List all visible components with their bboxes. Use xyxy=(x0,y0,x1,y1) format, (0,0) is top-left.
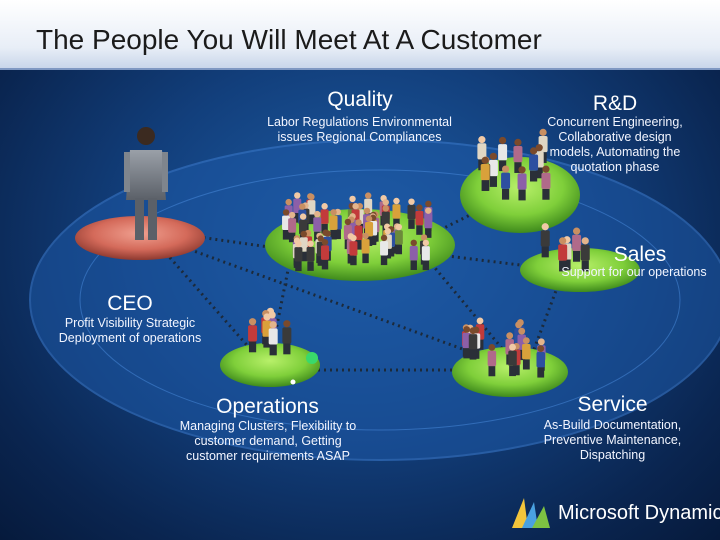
person-figure xyxy=(307,193,316,225)
person-figure xyxy=(288,211,297,243)
quality-desc: Labor Regulations Environmental issues R… xyxy=(267,115,452,144)
person-figure xyxy=(517,166,527,201)
accent-dot xyxy=(306,352,318,364)
sales-label: Sales xyxy=(613,243,667,266)
person-figure xyxy=(580,237,590,272)
person-figure xyxy=(541,165,551,200)
person-figure xyxy=(320,203,329,234)
person-figure xyxy=(361,232,370,264)
person-figure xyxy=(380,234,389,266)
service-label: Service xyxy=(577,393,648,416)
operations-disc xyxy=(220,343,320,387)
people-groups xyxy=(248,128,590,378)
page-title: The People You Will Meet At A Customer xyxy=(36,24,542,55)
person-figure xyxy=(407,198,416,229)
person-figure xyxy=(329,209,338,240)
person-figure xyxy=(415,204,424,235)
ceo-label: CEO xyxy=(107,292,153,315)
quality-label: Quality xyxy=(327,88,393,111)
operations-desc: Managing Clusters, Flexibility to custom… xyxy=(179,419,357,463)
ceo-desc: Profit Visibility Strategic Deployment o… xyxy=(58,316,202,345)
person-figure xyxy=(248,318,258,353)
person-figure xyxy=(354,219,363,250)
person-figure xyxy=(282,209,291,240)
sales-desc: Support for our operations xyxy=(561,265,707,279)
inner-ellipse xyxy=(79,169,681,431)
service-desc: As-Build Documentation, Preventive Maint… xyxy=(543,418,682,462)
person-figure xyxy=(349,234,358,266)
person-figure xyxy=(501,165,511,200)
person-figure xyxy=(282,320,292,355)
accent-dot-small xyxy=(290,379,296,385)
person-figure xyxy=(421,239,430,271)
person-figure xyxy=(468,327,478,360)
person-figure xyxy=(306,240,315,271)
person-figure xyxy=(558,237,568,272)
person-figure xyxy=(529,147,539,182)
person-figure xyxy=(424,207,433,238)
person-figure xyxy=(572,227,582,262)
person-figure xyxy=(536,345,545,378)
person-figure xyxy=(508,343,517,377)
person-figure xyxy=(321,239,330,270)
operations-label: Operations xyxy=(216,395,319,418)
person-figure xyxy=(294,240,303,272)
connector-center-service xyxy=(418,249,522,371)
ceo-figure xyxy=(124,127,168,240)
connector-ceo-operations xyxy=(148,234,262,361)
person-figure xyxy=(409,239,418,271)
person-figure xyxy=(480,156,490,191)
microsoft-dynamics-logo: Microsoft Dynamics xyxy=(508,488,720,534)
rnd-desc: Concurrent Engineering, Collaborative de… xyxy=(547,115,683,174)
person-figure xyxy=(268,321,278,356)
connector-center-sales xyxy=(439,253,561,272)
logo-text: Microsoft Dynamics xyxy=(558,502,720,524)
dynamics-logo-icon xyxy=(512,498,550,528)
person-figure xyxy=(522,337,531,370)
person-figure xyxy=(487,343,497,377)
connector-sales-service xyxy=(528,279,562,361)
sales-disc xyxy=(520,248,640,292)
rnd-label: R&D xyxy=(592,92,638,115)
person-figure xyxy=(540,223,550,258)
person-figure xyxy=(498,136,508,172)
person-figure xyxy=(394,223,403,255)
person-figure xyxy=(488,152,498,187)
person-figure xyxy=(513,138,523,173)
title-bar: The People You Will Meet At A Customer xyxy=(0,0,720,70)
person-figure xyxy=(293,192,302,223)
